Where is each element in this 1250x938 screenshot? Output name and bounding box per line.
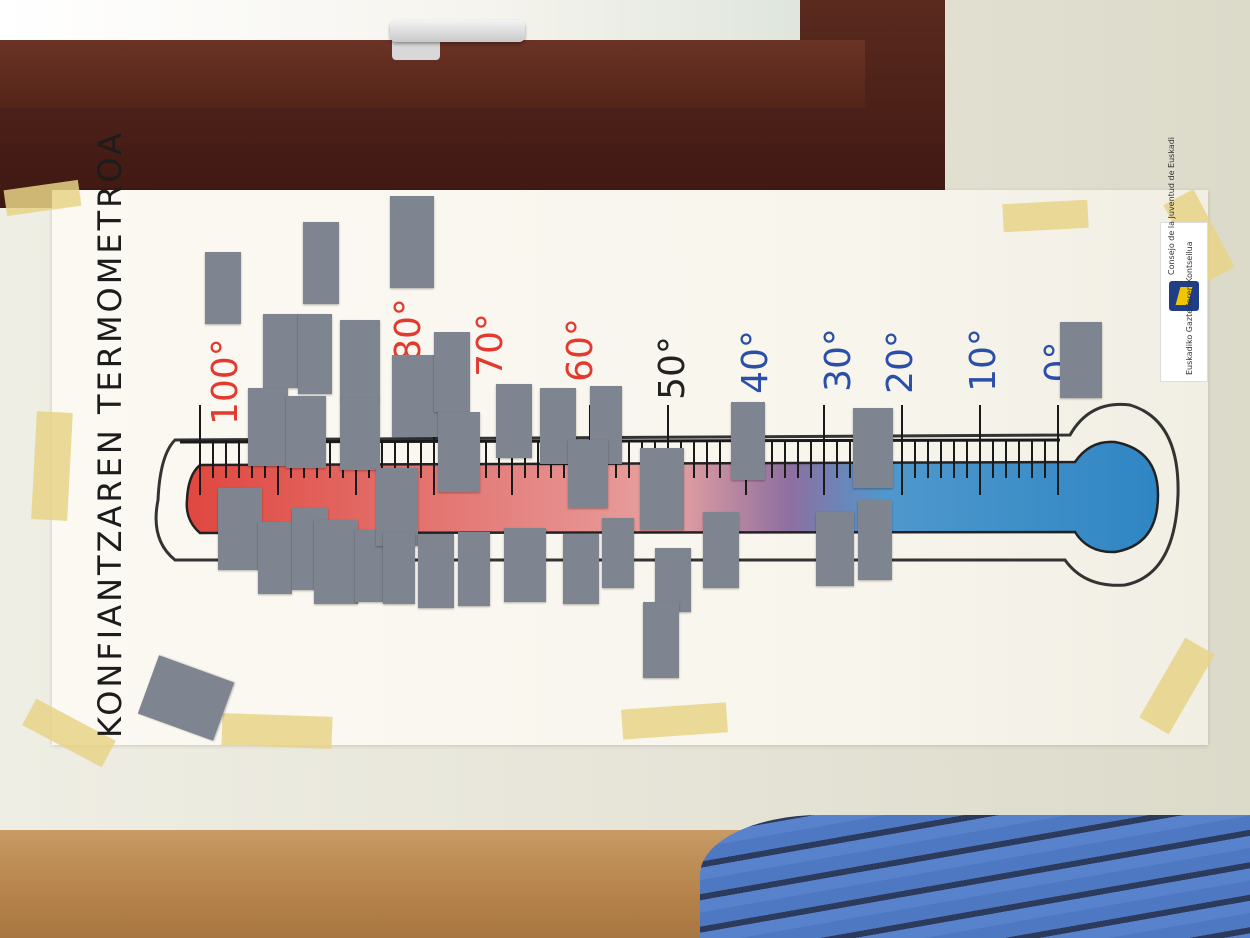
note-card (1060, 322, 1102, 398)
note-card (383, 532, 415, 604)
degree-label: 10° (963, 328, 1004, 392)
note-card (655, 548, 691, 612)
degree-label: 30° (818, 328, 859, 392)
note-card (418, 534, 454, 608)
note-card (248, 388, 288, 466)
note-card (392, 355, 438, 437)
poster-title: KONFIANTZAREN TERMOMETROA (91, 130, 129, 738)
note-card (258, 522, 292, 594)
note-card (314, 520, 358, 604)
degree-label: 60° (560, 318, 601, 382)
note-card (504, 528, 546, 602)
note-card (218, 488, 262, 570)
degree-label: 100° (205, 338, 246, 425)
note-card (643, 602, 679, 678)
note-card (390, 196, 434, 288)
gk-logo-icon (1169, 281, 1199, 311)
note-card (263, 314, 299, 388)
thermometer-outline (154, 402, 1180, 587)
note-card (568, 440, 608, 508)
degree-label: 20° (880, 330, 921, 394)
note-card (340, 320, 380, 400)
note-card (438, 412, 480, 492)
note-card (853, 408, 893, 488)
note-card (434, 332, 470, 412)
note-card (303, 222, 339, 304)
degree-label: 50° (652, 336, 693, 400)
logo-text-spanish: Consejo de la Juventud de Euskadi (1167, 136, 1176, 275)
note-card (731, 402, 765, 480)
note-card (205, 252, 241, 324)
note-card (458, 532, 490, 606)
logo-text-basque: Euskadiko Gazteriaren Kontseilua (1185, 241, 1194, 375)
note-card (858, 500, 892, 580)
degree-label: 40° (735, 330, 776, 394)
degree-label: 70° (470, 313, 511, 377)
note-card (298, 314, 332, 394)
note-card (816, 512, 854, 586)
note-card (340, 398, 380, 470)
window-handle (390, 20, 525, 42)
organization-logo: Consejo de la Juventud de Euskadi Euskad… (1160, 137, 1208, 382)
note-card (286, 396, 326, 468)
note-card (496, 384, 532, 458)
note-card (640, 448, 684, 530)
striped-fabric (700, 815, 1250, 938)
note-card (703, 512, 739, 588)
note-card (563, 534, 599, 604)
note-card (602, 518, 634, 588)
